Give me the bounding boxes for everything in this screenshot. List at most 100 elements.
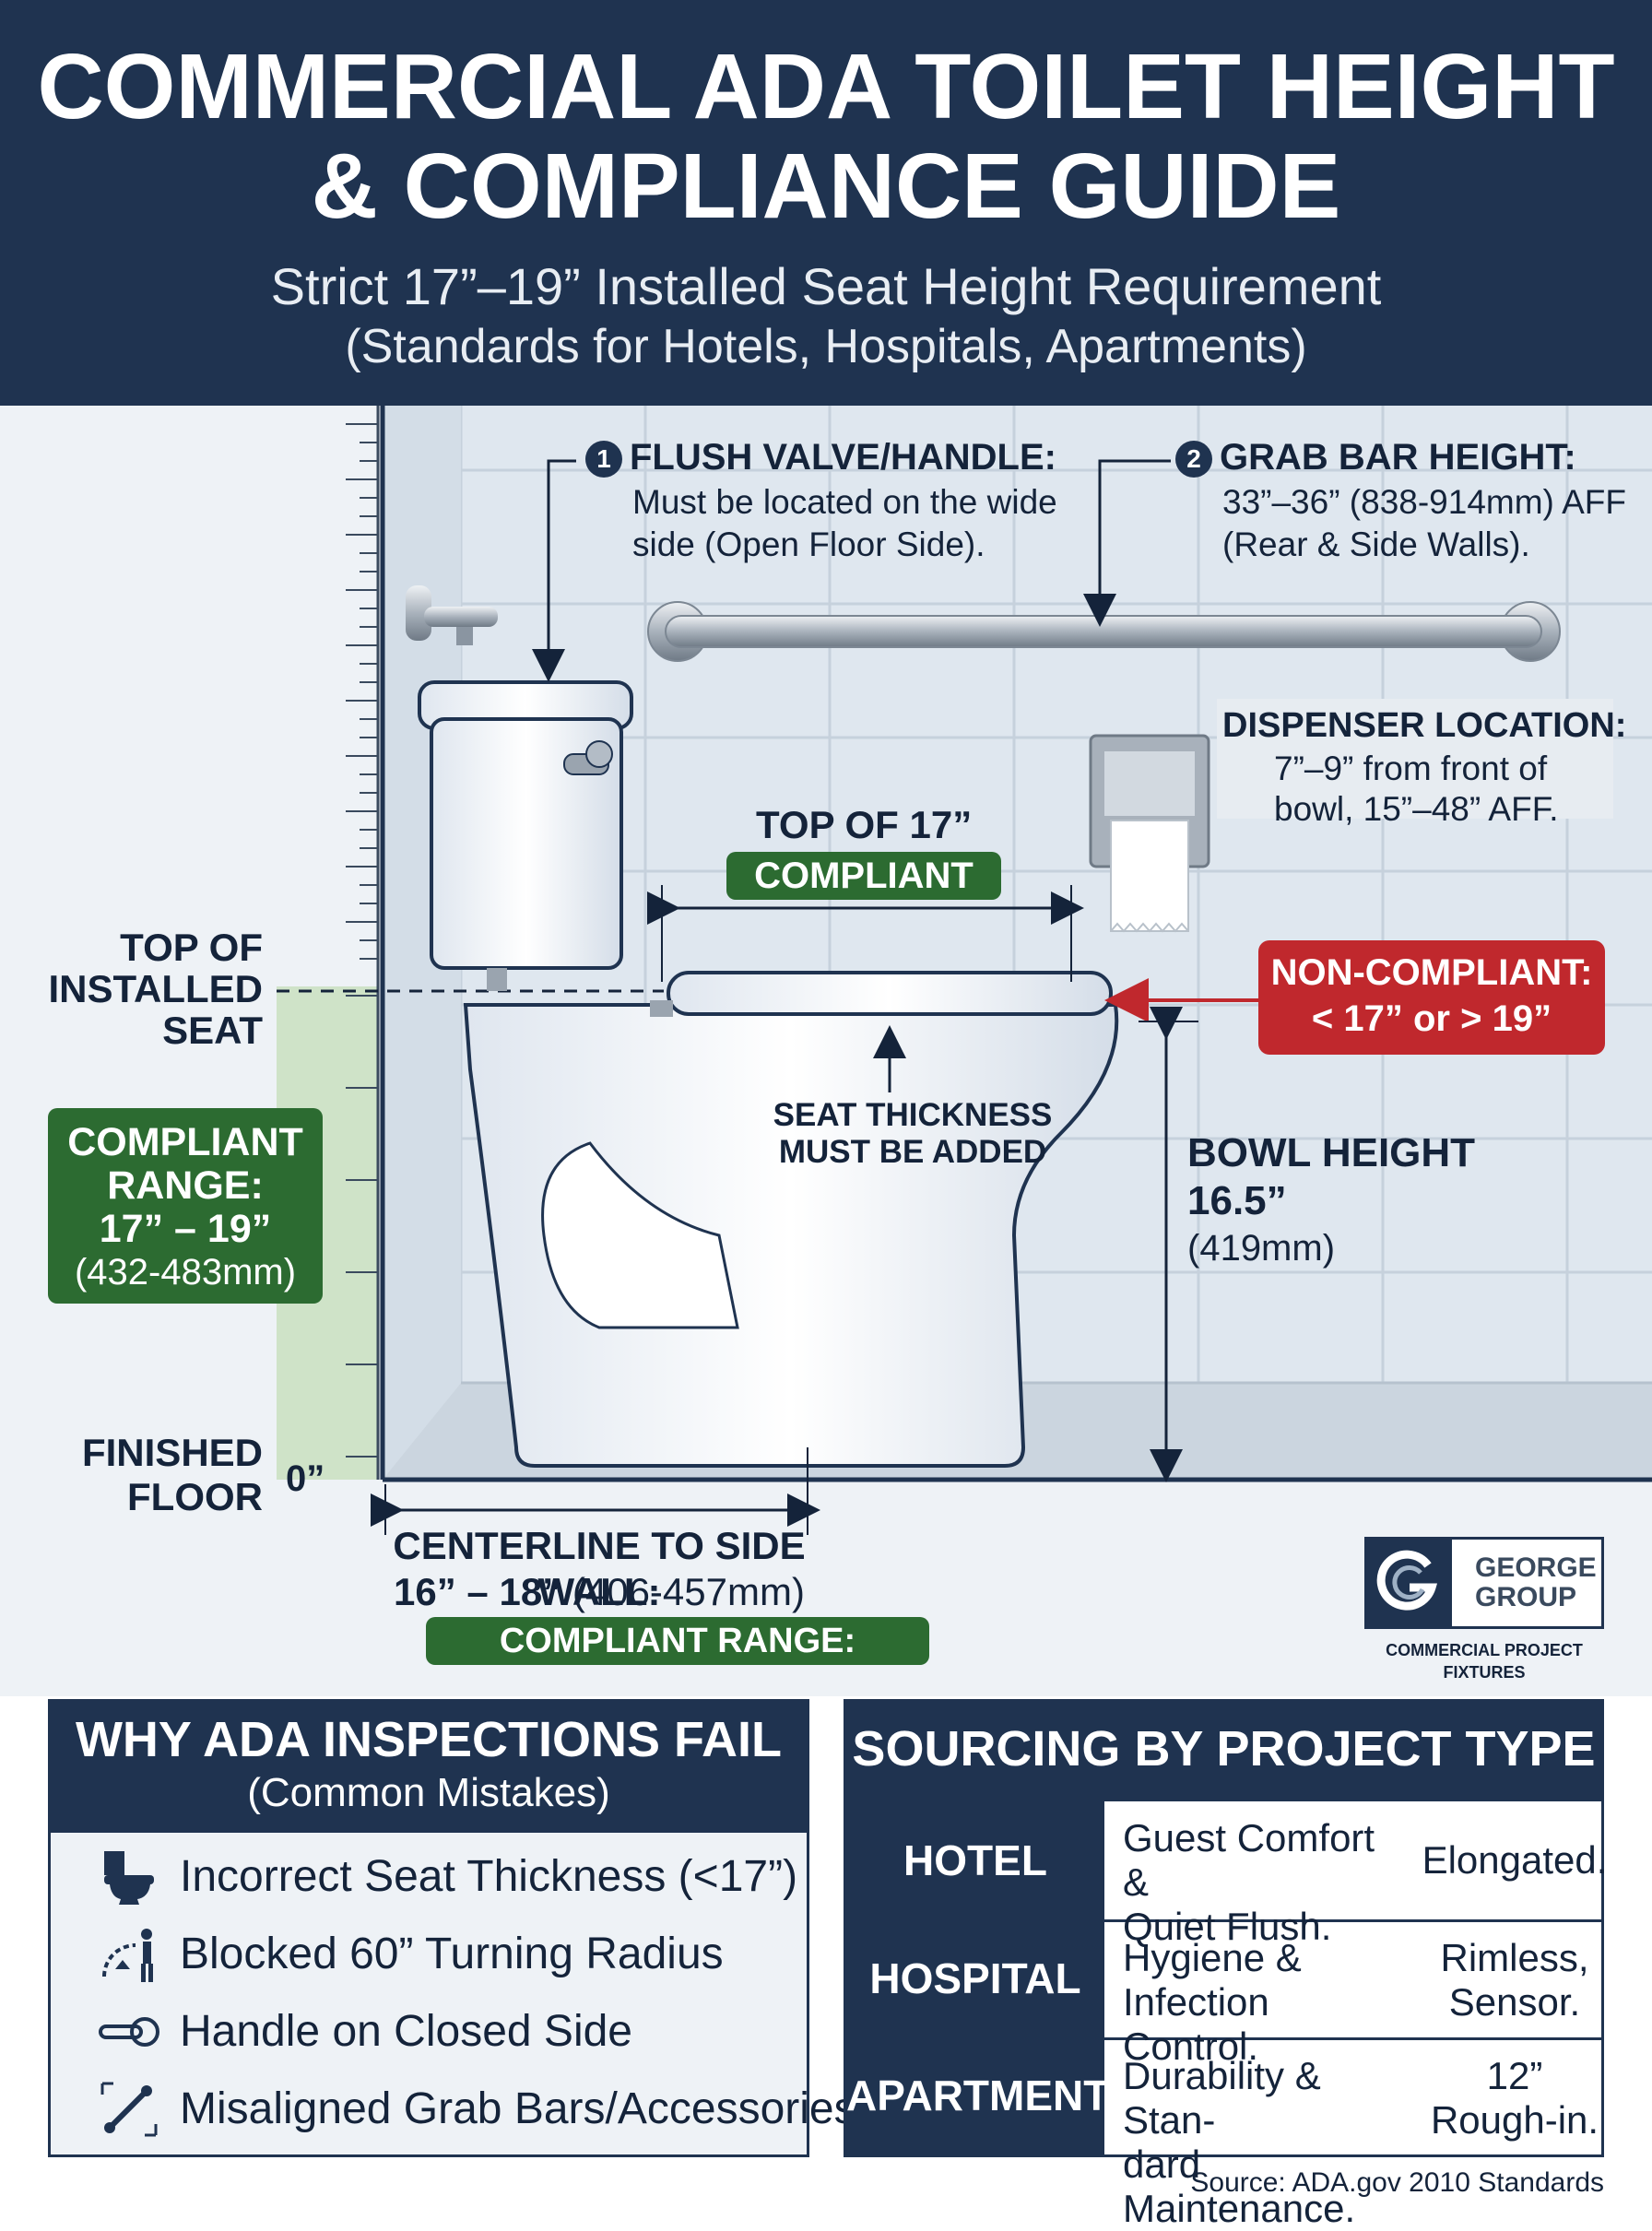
compliant-range-line-1: COMPLIANT: [67, 1120, 303, 1164]
bowl-height-title: BOWL HEIGHT: [1187, 1130, 1476, 1175]
dispenser-line-1: 7”–9” from front of: [1274, 750, 1548, 787]
spec-line-2: Rough-in.: [1430, 2098, 1599, 2142]
need-line-1: Durability & Stan-: [1123, 2054, 1321, 2142]
compliant-range-line-4: (432-483mm): [74, 1252, 297, 1293]
seat-thickness-line-2: MUST BE ADDED: [778, 1134, 1047, 1170]
project-type-hospital: HOSPITAL: [846, 1919, 1104, 2037]
hotel-spec: Elongated.: [1399, 1838, 1630, 1883]
apartment-need: Durability & Stan- dard Maintenance.: [1123, 2054, 1409, 2231]
wheelchair-turning-icon: [102, 1929, 153, 1982]
top-of-seat-line-1: TOP OF: [120, 926, 263, 969]
finished-floor-line-1: FINISHED: [81, 1431, 263, 1474]
g-logo-icon: [1376, 1550, 1438, 1611]
title-line-2: & COMPLIANCE GUIDE: [311, 135, 1341, 238]
grab-bar-title-text: GRAB BAR HEIGHT:: [1220, 437, 1576, 478]
hospital-need: Hygiene & Infection Control.: [1123, 1936, 1409, 2069]
callout-number-2: 2: [1175, 441, 1212, 478]
finished-floor-label: FINISHED FLOOR: [55, 1431, 263, 1519]
centerline-value: 16” – 18” (406-457mm): [332, 1569, 867, 1615]
top-of-seat-line-3: SEAT: [162, 1009, 263, 1052]
seat-thickness-line-1: SEAT THICKNESS: [773, 1097, 1053, 1133]
grab-bar-line-2: (Rear & Side Walls).: [1222, 525, 1530, 563]
logo-text: GEORGE GROUP: [1475, 1553, 1597, 1612]
list-item: Blocked 60” Turning Radius: [51, 1916, 807, 1993]
logo-line-1: GEORGE: [1475, 1552, 1597, 1583]
list-item: Misaligned Grab Bars/Accessories: [51, 2071, 856, 2148]
seat-thickness-note: SEAT THICKNESS MUST BE ADDED: [756, 1097, 1069, 1171]
logo-tagline: COMMERCIAL PROJECT FIXTURES: [1386, 1641, 1583, 1682]
subtitle-line-1: Strict 17”–19” Installed Seat Height Req…: [270, 257, 1382, 315]
logo-mark: [1367, 1540, 1452, 1626]
centerline-value-inches: 16” – 18”: [394, 1570, 562, 1613]
non-compliant-line-1: NON-COMPLIANT:: [1270, 952, 1593, 993]
compliant-range-box: COMPLIANT RANGE: 17” – 19” (432-483mm): [48, 1108, 323, 1304]
table-row: HOTEL Guest Comfort & Quiet Flush. Elong…: [846, 1801, 1607, 1948]
george-group-logo: GEORGE GROUP: [1364, 1537, 1604, 1629]
dispenser-text: 7”–9” from front of bowl, 15”–48” AFF.: [1274, 749, 1558, 830]
flush-line-1: Must be located on the wide: [632, 483, 1057, 521]
table-row: APARTMENT Durability & Stan- dard Mainte…: [846, 2037, 1601, 2230]
mistakes-subtitle: (Common Mistakes): [247, 1770, 610, 1815]
lever-handle-icon: [99, 2017, 159, 2047]
compliant-range-line-3: 17” – 19”: [99, 1207, 272, 1251]
flush-valve-callout-text: Must be located on the wide side (Open F…: [632, 481, 1057, 566]
zero-inch-label: 0”: [286, 1458, 325, 1499]
mistakes-title: WHY ADA INSPECTIONS FAIL: [75, 1712, 783, 1767]
spec-line-1: Rimless,: [1440, 1936, 1589, 1979]
mistakes-list: Incorrect Seat Thickness (<17”) Blocked …: [48, 1830, 856, 2157]
bowl-height-metric: (419mm): [1187, 1228, 1336, 1269]
grab-bar-callout-text: 33”–36” (838-914mm) AFF (Rear & Side Wal…: [1222, 481, 1626, 566]
grab-bar: [647, 601, 1561, 662]
list-item: Handle on Closed Side: [51, 1993, 807, 2071]
sourcing-table: HOTEL Guest Comfort & Quiet Flush. Elong…: [844, 1799, 1607, 2230]
need-line-2: Quiet Flush.: [1123, 1905, 1332, 1948]
table-row: HOSPITAL Hygiene & Infection Control. Ri…: [846, 1919, 1601, 2068]
spec-line-1: Elongated.: [1422, 1838, 1608, 1882]
bowl-height-label: BOWL HEIGHT 16.5”: [1187, 1129, 1475, 1225]
centerline-title: CENTERLINE TO SIDE WALL:: [393, 1524, 806, 1613]
toilet-paper-dispenser: [1089, 734, 1210, 933]
subtitle-line-2: (Standards for Hotels, Hospitals, Apartm…: [345, 320, 1307, 373]
callout-number-1: 1: [585, 441, 622, 478]
compliant-badge: COMPLIANT: [726, 852, 1001, 900]
toilet-illustration: [418, 680, 1119, 1468]
top-of-seat-line-2: INSTALLED: [48, 967, 263, 1010]
list-item: Incorrect Seat Thickness (<17”): [51, 1838, 807, 1916]
flush-valve-pipe: [406, 585, 498, 645]
mistake-text: Handle on Closed Side: [180, 2007, 632, 2056]
dispenser-line-2: bowl, 15”–48” AFF.: [1274, 790, 1559, 828]
flush-lever: [563, 740, 613, 775]
non-compliant-badge: NON-COMPLIANT: < 17” or > 19”: [1258, 940, 1605, 1055]
mistakes-header: WHY ADA INSPECTIONS FAIL (Common Mistake…: [48, 1699, 809, 1830]
toilet-icon: [104, 1851, 154, 1905]
compliant-range-line-2: RANGE:: [107, 1163, 264, 1208]
mistake-text: Blocked 60” Turning Radius: [180, 1930, 724, 1978]
spec-line-2: Sensor.: [1448, 1980, 1581, 2024]
sourcing-header: SOURCING BY PROJECT TYPE: [844, 1699, 1604, 1799]
dispenser-callout: DISPENSER LOCATION: 7”–9” from front of …: [1217, 699, 1626, 828]
mistake-text: Misaligned Grab Bars/Accessories: [180, 2084, 856, 2133]
mistake-text: Incorrect Seat Thickness (<17”): [180, 1852, 798, 1901]
finished-floor-line-2: FLOOR: [127, 1475, 263, 1518]
apartment-spec: 12” Rough-in.: [1399, 2054, 1630, 2142]
grab-bar-line-1: 33”–36” (838-914mm) AFF: [1222, 483, 1627, 521]
need-line-1: Hygiene &: [1123, 1936, 1302, 1979]
header-banner: COMMERCIAL ADA TOILET HEIGHT & COMPLIANC…: [0, 0, 1652, 406]
project-type-hotel: HOTEL: [846, 1801, 1104, 1919]
compliant-range-badge: COMPLIANT RANGE:: [426, 1617, 929, 1665]
centerline-value-metric: (406-457mm): [572, 1570, 805, 1613]
title-line-1: COMMERCIAL ADA TOILET HEIGHT: [37, 35, 1615, 138]
dimension-lines: [371, 459, 1258, 1535]
dispenser-title: DISPENSER LOCATION:: [1222, 706, 1627, 745]
page-title: COMMERCIAL ADA TOILET HEIGHT & COMPLIANC…: [0, 37, 1652, 236]
logo-line-2: GROUP: [1475, 1582, 1577, 1612]
sourcing-title: SOURCING BY PROJECT TYPE: [852, 1721, 1596, 1777]
need-line-2: Infection Control.: [1123, 1980, 1269, 2068]
hotel-need: Guest Comfort & Quiet Flush.: [1123, 1816, 1409, 1949]
bowl-height-value: 16.5”: [1187, 1178, 1287, 1223]
misaligned-arrows-icon: [100, 2082, 158, 2137]
need-line-1: Guest Comfort &: [1123, 1816, 1375, 1904]
